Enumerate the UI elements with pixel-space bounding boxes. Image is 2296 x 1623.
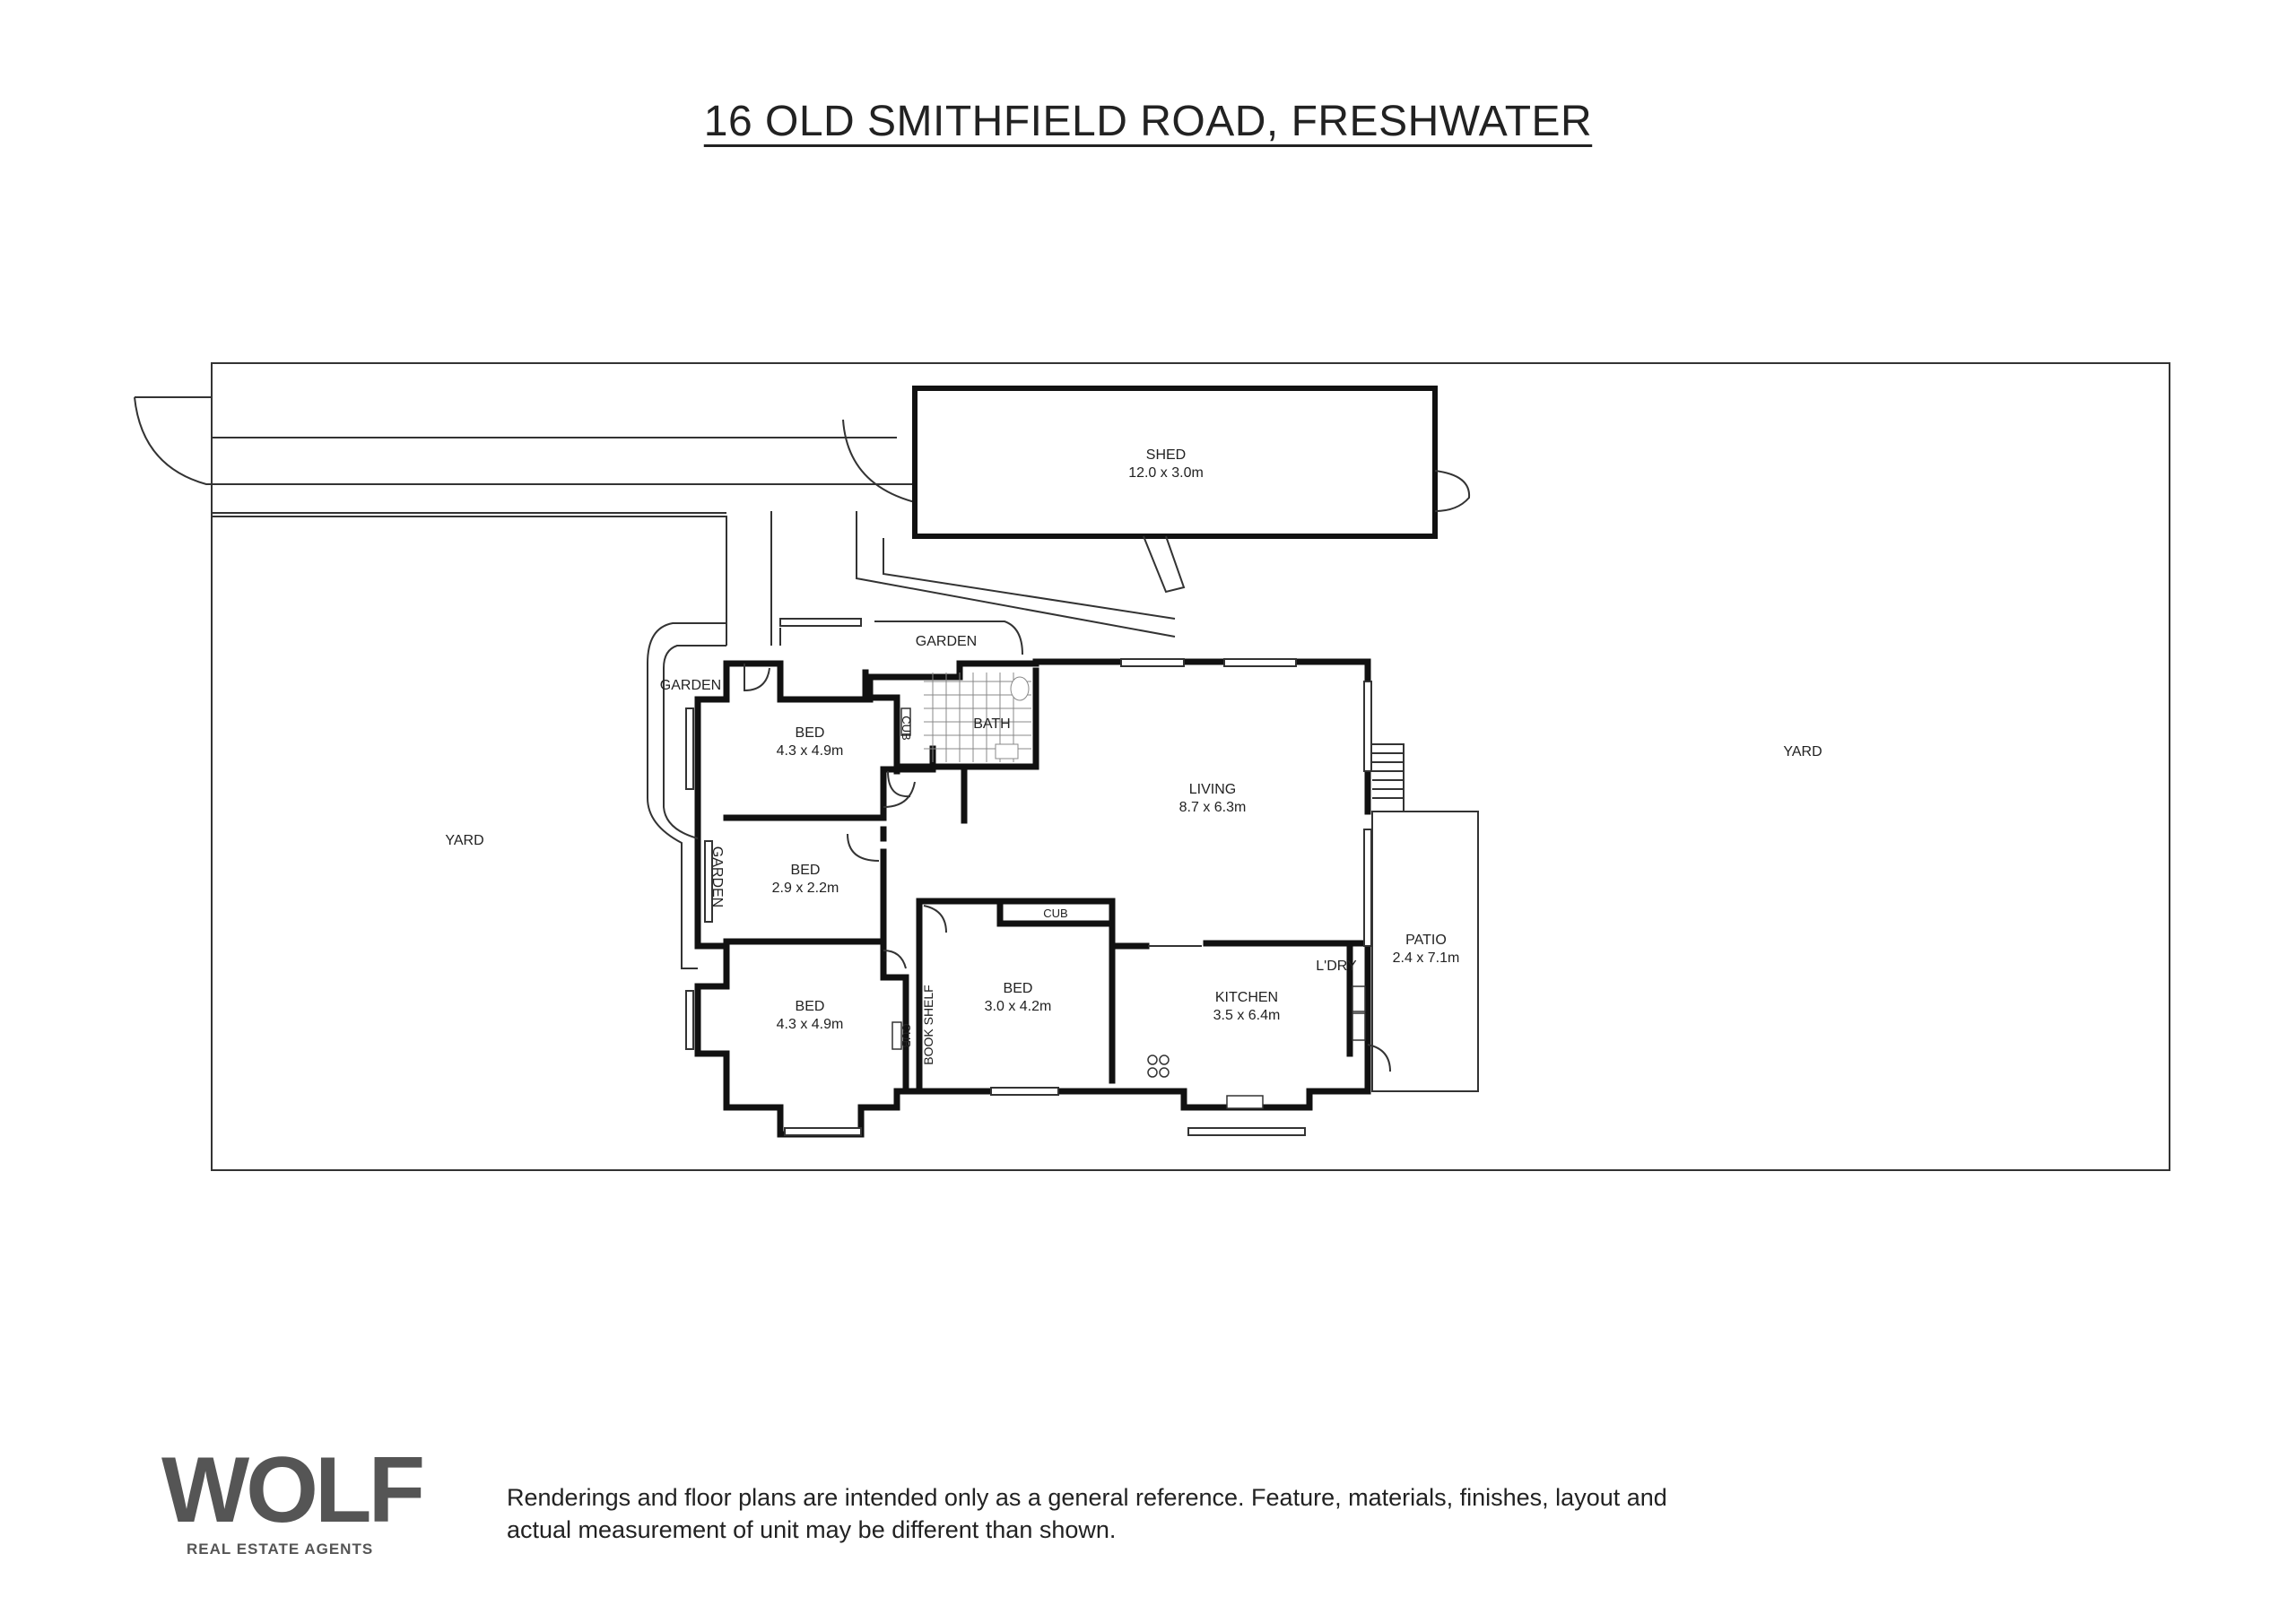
disclaimer: Renderings and floor plans are intended … <box>507 1481 1870 1546</box>
driveway <box>134 396 915 646</box>
living-name: LIVING <box>1189 782 1236 797</box>
steps <box>1372 743 1405 812</box>
patio-size: 2.4 x 7.1m <box>1393 950 1460 966</box>
wolf-logo: WOLF REAL ESTATE AGENTS <box>161 1438 430 1560</box>
disclaimer-line-2: actual measurement of unit may be differ… <box>507 1516 1117 1543</box>
book-shelf-label: BOOK SHELF <box>921 985 935 1064</box>
bath-name: BATH <box>973 716 1010 732</box>
shed <box>912 386 1471 594</box>
path-lines <box>770 511 1176 646</box>
bed-small-name: BED <box>791 863 821 878</box>
bed-middle-name: BED <box>1004 981 1033 996</box>
fixtures <box>891 707 1366 1109</box>
patio-outline <box>1371 811 1479 1092</box>
garden-corner-label: GARDEN <box>660 678 721 693</box>
kitchen-name: KITCHEN <box>1215 990 1278 1005</box>
bed-middle-size: 3.0 x 4.2m <box>985 999 1052 1014</box>
plan-title: 16 OLD SMITHFIELD ROAD, FRESHWATER <box>703 98 1593 145</box>
bed-top-size: 4.3 x 4.9m <box>777 743 844 759</box>
house-walls <box>694 658 1371 1138</box>
property-boundary <box>211 362 2170 1171</box>
bed-small-size: 2.9 x 2.2m <box>772 881 839 896</box>
cub-bed-bottom-label: CUB <box>900 1023 913 1047</box>
disclaimer-line-1: Renderings and floor plans are intended … <box>507 1484 1667 1511</box>
shed-size: 12.0 x 3.0m <box>1128 465 1204 481</box>
living-size: 8.7 x 6.3m <box>1179 800 1247 815</box>
patio-name: PATIO <box>1405 933 1447 948</box>
bath-tiles <box>924 673 1031 762</box>
garden-outline <box>647 622 726 969</box>
bed-bottom-size: 4.3 x 4.9m <box>777 1017 844 1032</box>
garden-side-label: GARDEN <box>709 846 725 907</box>
laundry-name: L'DRY <box>1316 959 1357 974</box>
windows <box>685 618 1372 1136</box>
garden-top-label: GARDEN <box>916 634 977 649</box>
shed-name: SHED <box>1146 447 1186 463</box>
yard-right-label: YARD <box>1783 744 1822 759</box>
bed-top-name: BED <box>796 725 825 741</box>
cub-bath-label: CUB <box>900 716 913 740</box>
yard-left-label: YARD <box>445 833 483 848</box>
cub-bed-label: CUB <box>1043 907 1067 920</box>
bed-bottom-name: BED <box>796 999 825 1014</box>
logo-tagline: REAL ESTATE AGENTS <box>187 1541 373 1558</box>
kitchen-size: 3.5 x 6.4m <box>1213 1008 1281 1023</box>
logo-brand: WOLF <box>161 1448 422 1542</box>
